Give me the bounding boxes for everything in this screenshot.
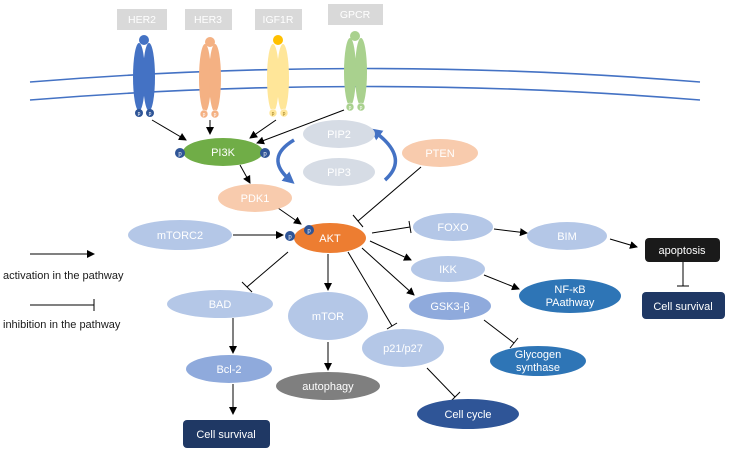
pi3k-phospho-left: p xyxy=(178,152,182,158)
pi3k-label: PI3K xyxy=(211,147,236,159)
arrow-gpcr-pi3k xyxy=(256,109,345,145)
bad-node: BAD xyxy=(167,290,273,318)
arrow-igf1r-pi3k xyxy=(249,119,277,139)
inhibit-pten-akt xyxy=(357,166,422,222)
autophagy-node: autophagy xyxy=(276,372,380,400)
her2-phospho-1: p xyxy=(138,111,141,117)
her2-label: HER2 xyxy=(128,14,156,26)
mtor-label: mTOR xyxy=(312,311,344,323)
glycogen-label-line1: Glycogen xyxy=(515,349,561,361)
receptor-her2-label-box: HER2 xyxy=(117,9,167,30)
gsk3b-label: GSK3-β xyxy=(430,301,469,313)
pi3k-node: PI3K p p xyxy=(175,138,270,166)
inhibit-akt-bad-bar xyxy=(241,281,253,293)
igf1r-receptor: p p xyxy=(267,35,289,118)
inhibit-gsk3-glycogen-bar xyxy=(509,337,519,349)
legend-inhibition-label: inhibition in the pathway xyxy=(3,319,121,331)
pdk1-node: PDK1 xyxy=(218,184,292,212)
mtorc2-label: mTORC2 xyxy=(157,230,203,242)
foxo-node: FOXO xyxy=(413,213,493,241)
pi3k-phospho-right: p xyxy=(263,152,267,158)
glycogen-synthase-node: Glycogen synthase xyxy=(490,346,586,376)
pten-node: PTEN xyxy=(402,139,478,167)
mtor-node: mTOR xyxy=(288,292,368,340)
cell-survival-right-node: Cell survival xyxy=(642,292,725,319)
pathway-connectors xyxy=(151,109,689,415)
pdk1-label: PDK1 xyxy=(241,193,270,205)
p21p27-node: p21/p27 xyxy=(362,329,444,367)
akt-phospho-2: p xyxy=(307,229,311,235)
her3-receptor: p p xyxy=(199,37,221,119)
igf1r-phospho-1: p xyxy=(272,111,275,117)
akt-phospho-1: p xyxy=(288,235,292,241)
pten-label: PTEN xyxy=(425,148,454,160)
apoptosis-label: apoptosis xyxy=(658,245,706,257)
inhibit-pten-akt-bar xyxy=(352,214,364,228)
her2-receptor: p p xyxy=(133,35,155,117)
ikk-node: IKK xyxy=(411,256,485,282)
foxo-label: FOXO xyxy=(437,222,469,234)
cell-survival-left-label: Cell survival xyxy=(196,429,255,441)
mtorc2-node: mTORC2 xyxy=(128,220,232,250)
bcl2-label: Bcl-2 xyxy=(216,364,241,376)
arrow-foxo-bim xyxy=(493,228,528,237)
receptor-igf1r-label-box: IGF1R xyxy=(255,9,302,30)
legend-activation-label: activation in the pathway xyxy=(3,270,124,282)
nfkb-label-line1: NF-κB xyxy=(554,284,585,296)
pip3-label: PIP3 xyxy=(327,167,351,179)
bim-node: BIM xyxy=(527,222,607,250)
bcl2-node: Bcl-2 xyxy=(186,355,272,383)
inhibit-p21-cellcycle xyxy=(426,367,456,398)
receptor-gpcr-label-box: GPCR xyxy=(328,4,383,25)
nfkb-pathway-node: NF-κB PAathway xyxy=(519,279,621,313)
akt-node: AKT p p xyxy=(285,223,366,253)
p21p27-label: p21/p27 xyxy=(383,343,423,355)
pip2-label: PIP2 xyxy=(327,129,351,141)
arrow-bim-apoptosis xyxy=(609,238,638,249)
arrow-akt-ikk xyxy=(369,240,412,261)
apoptosis-node: apoptosis xyxy=(645,238,720,262)
arrow-ikk-nfkb xyxy=(483,274,520,291)
ikk-label: IKK xyxy=(439,264,457,276)
cell-survival-right-label: Cell survival xyxy=(653,301,712,313)
inhibit-gsk3-glycogen xyxy=(483,319,515,344)
her3-label: HER3 xyxy=(194,14,222,26)
pip-cycle-arrows xyxy=(276,128,398,184)
autophagy-label: autophagy xyxy=(302,381,354,393)
nfkb-label-line2: PAathway xyxy=(546,297,595,309)
arrow-pi3k-pdk1 xyxy=(239,164,251,184)
pip2-node: PIP2 xyxy=(303,120,375,148)
arrow-pdk1-akt xyxy=(277,207,302,225)
gpcr-phospho-1: p xyxy=(349,105,352,111)
cell-survival-left-node: Cell survival xyxy=(183,420,270,448)
cell-cycle-node: Cell cycle xyxy=(417,399,519,429)
gpcr-receptor: p p xyxy=(344,31,367,112)
pip3-node: PIP3 xyxy=(303,158,375,186)
inhibit-akt-p21-bar xyxy=(386,322,398,330)
her3-phospho-2: p xyxy=(214,112,217,118)
her3-phospho-1: p xyxy=(203,112,206,118)
cell-cycle-label: Cell cycle xyxy=(444,409,491,421)
igf1r-phospho-2: p xyxy=(283,111,286,117)
her2-phospho-2: p xyxy=(149,111,152,117)
legend: activation in the pathway inhibition in … xyxy=(3,250,124,331)
inhibit-akt-bad xyxy=(246,251,289,288)
akt-label: AKT xyxy=(319,233,341,245)
igf1r-label: IGF1R xyxy=(263,14,294,26)
bad-label: BAD xyxy=(209,299,232,311)
gpcr-label: GPCR xyxy=(340,9,371,21)
arrow-her2-pi3k xyxy=(151,119,187,141)
receptor-her3-label-box: HER3 xyxy=(185,9,232,30)
glycogen-label-line2: synthase xyxy=(516,362,560,374)
arrow-akt-gsk3 xyxy=(361,247,415,296)
gpcr-phospho-2: p xyxy=(360,105,363,111)
inhibit-akt-foxo xyxy=(371,226,411,234)
bim-label: BIM xyxy=(557,231,577,243)
gsk3b-node: GSK3-β xyxy=(409,292,491,320)
inhibit-akt-foxo-bar xyxy=(408,220,412,234)
inhibit-akt-p21 xyxy=(347,251,393,327)
